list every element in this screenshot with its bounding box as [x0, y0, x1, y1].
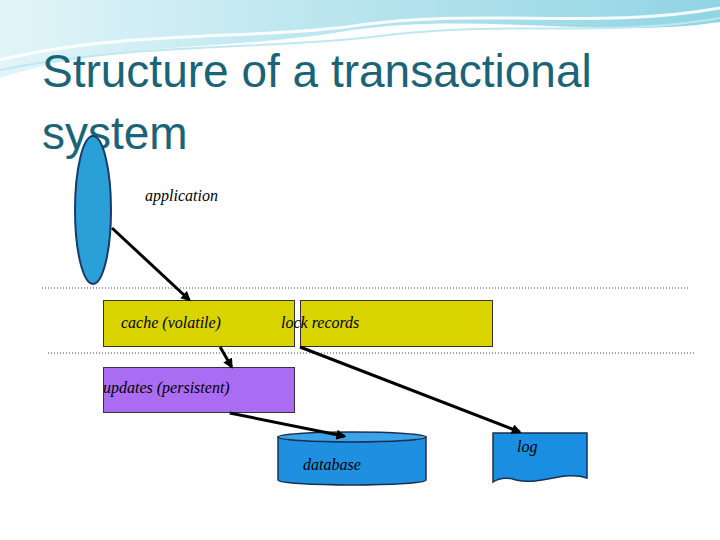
- cylinder-body: [278, 437, 426, 485]
- cache-box: cache (volatile): [103, 300, 295, 347]
- flow-arrow: [112, 228, 189, 300]
- flow-arrow: [300, 347, 520, 432]
- database-cylinder: database: [277, 432, 427, 485]
- node-label: database: [303, 456, 361, 474]
- ellipse-outline: [75, 136, 111, 284]
- log-document: log: [492, 432, 588, 484]
- lock-box: lock records: [300, 300, 493, 347]
- node-label: updates (persistent): [103, 379, 230, 397]
- node-outline: [74, 135, 112, 285]
- node-label: application: [145, 187, 218, 205]
- layer-divider: [42, 288, 690, 289]
- updates-box: updates (persistent): [103, 367, 295, 413]
- layer-divider: [48, 353, 695, 354]
- cylinder-top: [278, 432, 426, 442]
- flow-arrow: [220, 347, 232, 367]
- node-outline: [492, 432, 588, 484]
- node-label: lock records: [281, 314, 359, 332]
- application-ellipse: application: [74, 135, 112, 285]
- slide-title: Structure of a transactional system: [42, 40, 642, 164]
- node-label: cache (volatile): [121, 314, 221, 332]
- node-label: log: [517, 438, 537, 456]
- document-outline: [493, 433, 587, 482]
